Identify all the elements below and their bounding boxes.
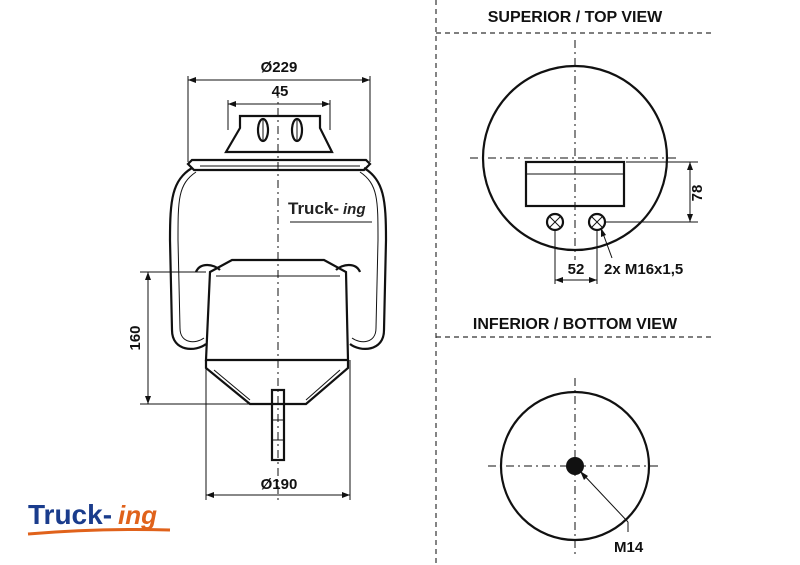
top-view: 78 52 2x M16x1,5 <box>470 40 706 284</box>
bottom-view-heading: INFERIOR / BOTTOM VIEW <box>473 316 678 333</box>
brand-logo-suffix: ing <box>118 500 157 530</box>
bellows-logo-main: Truck- <box>288 199 339 218</box>
brand-logo-main: Truck- <box>28 499 112 530</box>
bellows-left <box>168 167 207 350</box>
dim-offset: 78 <box>689 185 706 202</box>
brand-logo: Truck- ing <box>27 499 171 536</box>
dim-bottom-thread: M14 <box>614 539 644 556</box>
dim-bottom-diameter: Ø190 <box>261 476 298 493</box>
bellows-logo-suffix: ing <box>343 201 366 218</box>
top-plate <box>186 158 372 172</box>
dim-height: 160 <box>127 325 144 350</box>
bellows-right <box>349 167 388 350</box>
dim-hole-spacing: 52 <box>568 261 585 278</box>
dim-thread-spec: 2x M16x1,5 <box>604 261 683 278</box>
mount-hole-right <box>290 117 304 143</box>
dim-top-diameter: Ø229 <box>261 59 298 76</box>
bottom-stud <box>270 388 286 462</box>
top-mount-bracket <box>224 114 334 154</box>
brand-logo-swoosh <box>27 528 171 536</box>
side-view: Truck- ing Ø229 45 160 Ø190 <box>127 59 388 500</box>
top-view-heading: SUPERIOR / TOP VIEW <box>488 9 663 26</box>
piston <box>204 258 350 362</box>
bottom-thread-hole <box>566 457 584 475</box>
mount-hole-left <box>256 117 270 143</box>
bottom-view: M14 <box>488 378 662 556</box>
dim-bolt-spacing: 45 <box>272 83 289 100</box>
top-view-hole-left <box>545 212 565 232</box>
top-view-hole-right <box>587 212 607 232</box>
view-separators <box>435 0 715 565</box>
